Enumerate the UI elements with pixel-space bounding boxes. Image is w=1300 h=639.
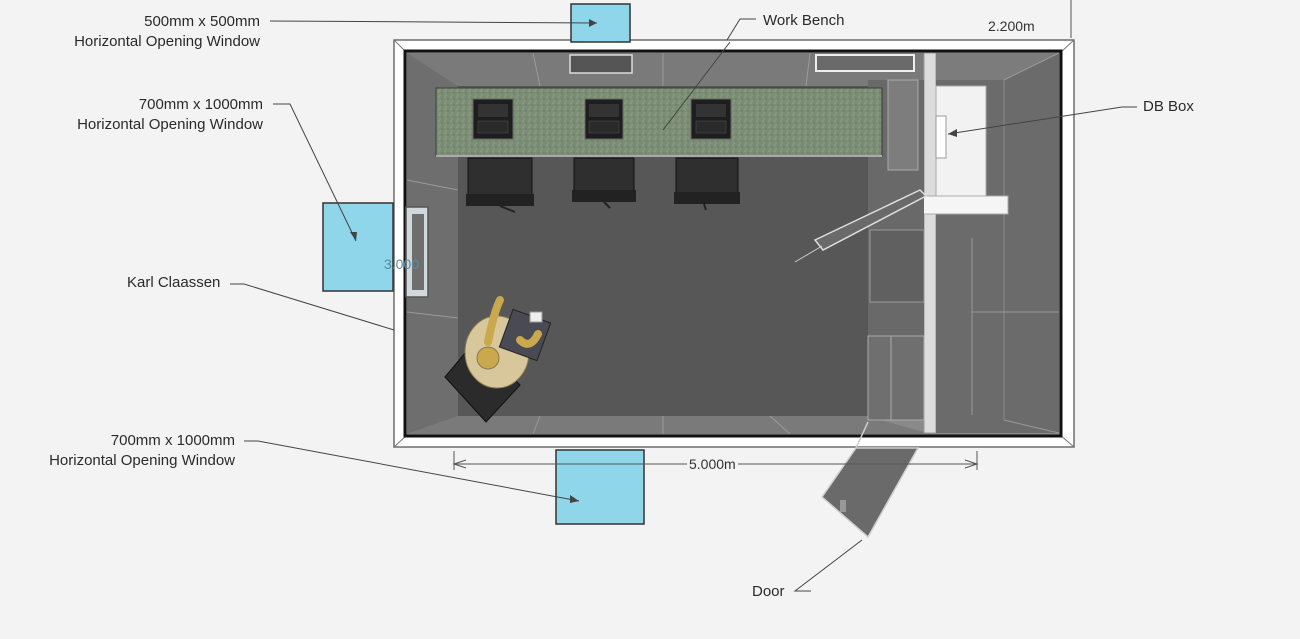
- chair: [674, 157, 740, 211]
- chair: [466, 157, 534, 213]
- label-window-bottom: 700mm x 1000mm Horizontal Opening Window: [49, 431, 235, 471]
- label-window-bottom-size: 700mm x 1000mm: [110, 432, 235, 449]
- label-window-small-size: 500mm x 500mm: [144, 13, 260, 30]
- label-work-bench: Work Bench: [763, 12, 845, 29]
- label-window-small: 500mm x 500mm Horizontal Opening Window: [74, 12, 260, 52]
- label-window-left-type: Horizontal Opening Window: [77, 116, 263, 133]
- partition-wall: [923, 52, 937, 434]
- person-figure: [444, 296, 552, 423]
- dimension-width-label: 2.200m: [986, 18, 1037, 34]
- window-left-700: [322, 202, 394, 292]
- label-door: Door: [752, 583, 785, 600]
- label-window-bottom-type: Horizontal Opening Window: [49, 452, 235, 469]
- label-window-left-size: 700mm x 1000mm: [138, 96, 263, 113]
- label-window-small-type: Horizontal Opening Window: [74, 33, 260, 50]
- chair: [572, 157, 636, 209]
- label-db-box: DB Box: [1143, 98, 1194, 115]
- dimension-side-label: 3.000: [384, 256, 420, 272]
- laptop: [584, 98, 624, 140]
- exterior-door: [821, 447, 920, 539]
- dimension-length-label: 5.000m: [687, 456, 738, 472]
- laptop: [472, 98, 514, 140]
- laptop: [690, 98, 732, 140]
- label-person: Karl Claassen: [127, 274, 221, 291]
- label-window-left: 700mm x 1000mm Horizontal Opening Window: [77, 95, 263, 135]
- window-bottom-700: [555, 449, 645, 525]
